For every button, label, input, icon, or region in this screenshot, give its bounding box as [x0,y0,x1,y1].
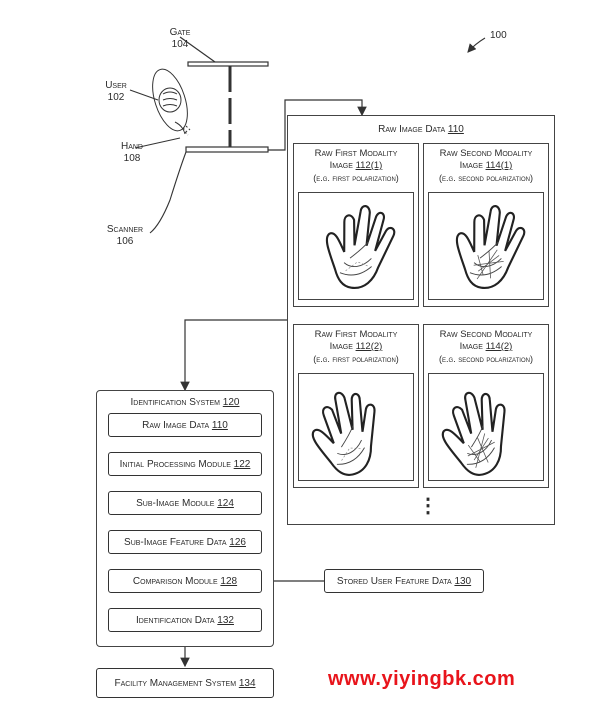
hand-num: 108 [123,153,141,164]
module-label: Initial Processing Module [119,458,231,470]
hand-image-frame [428,373,544,481]
ref-100-arrow [467,37,486,53]
facility-management-system-box: Facility Management System 134 [96,668,274,698]
cell-modality-label: Raw Second Modality [439,329,533,340]
raw-panel-title-num: 110 [447,124,464,135]
module-num: 132 [217,614,234,626]
module-label: Sub-Image Feature Data [124,536,227,548]
cell-modality-label: Raw First Modality [314,148,398,159]
cell-image-word: Image [329,160,356,171]
module-num: 128 [220,575,238,587]
gate-text: Gate [169,27,191,38]
cell-image-num: 114(1) [485,160,513,171]
stored-num: 130 [454,575,472,587]
hand-image-frame [428,192,544,300]
gate-drawing [179,36,269,153]
module-num: 126 [229,536,246,548]
idsys-title-num: 120 [222,397,240,408]
stored-user-feature-data-box: Stored User Feature Data 130 [324,569,484,593]
cell-image-label: Image 114(2) [424,341,548,353]
cell-image-word: Image [329,341,356,352]
cell-polarization-label: (e.g. first polarization) [313,354,399,364]
hand-text: Hand [120,141,143,152]
facility-num: 134 [238,677,256,689]
user-text: User [105,80,127,91]
module-num: 122 [233,458,251,470]
user-label: User 102 [96,80,136,104]
user-figure [129,68,191,149]
module-num: 124 [217,497,234,509]
cell-image-word: Image [459,160,486,171]
cell-polarization-label: (e.g. first polarization) [313,173,399,183]
identification-system-title: Identification System 120 [97,397,273,409]
cell-image-num: 112(2) [355,341,383,352]
module-box-identification-data: Identification Data 132 [108,608,262,632]
idsys-title-text: Identification System [130,397,221,408]
cell-polarization-label: (e.g. second polarization) [439,173,533,183]
gate-label: Gate 104 [160,27,200,51]
scanner-num: 106 [116,236,134,247]
gate-num: 104 [171,39,189,50]
hand-image-frame [298,373,414,481]
cell-image-word: Image [459,341,486,352]
module-num: 110 [211,419,228,431]
module-box-sub-image-module: Sub-Image Module 124 [108,491,262,515]
palm-icon [455,205,526,289]
palm-icon [325,205,396,289]
cell-image-label: Image 112(1) [294,160,418,172]
cell-modality-label: Raw First Modality [314,329,398,340]
more-images-ellipsis: ⋮ [418,495,438,517]
scanner-text: Scanner [106,224,144,235]
palm-icon [441,391,506,476]
module-box-raw-image-data: Raw Image Data 110 [108,413,262,437]
module-label: Raw Image Data [142,419,210,431]
facility-text: Facility Management System [114,677,237,689]
cell-modality-label: Raw Second Modality [439,148,533,159]
cell-image-label: Image 114(1) [424,160,548,172]
raw-panel-title-text: Raw Image Data [378,124,446,135]
module-box-sub-image-feature-data: Sub-Image Feature Data 126 [108,530,262,554]
connector-raw-to-idsys [180,319,287,392]
palm-icon [311,391,376,476]
hand-image-frame [298,192,414,300]
scanner-label: Scanner 106 [95,224,155,248]
module-box-comparison-module: Comparison Module 128 [108,569,262,593]
cell-image-num: 114(2) [485,341,513,352]
connector-gate-to-raw [268,99,367,151]
module-label: Comparison Module [132,575,218,587]
module-box-initial-processing-module: Initial Processing Module 122 [108,452,262,476]
ref-100-label: 100 [490,30,507,41]
hand-label: Hand 108 [112,141,152,165]
user-num: 102 [107,92,125,103]
cell-polarization-label: (e.g. second polarization) [439,354,533,364]
raw-image-panel-title: Raw Image Data 110 [288,124,554,136]
module-label: Identification Data [136,614,215,626]
stored-text: Stored User Feature Data [336,575,452,587]
module-label: Sub-Image Module [136,497,215,509]
scanner-leader [149,151,187,234]
watermark-link[interactable]: www.yiyingbk.com [328,668,516,690]
cell-image-num: 112(1) [355,160,383,171]
cell-image-label: Image 112(2) [294,341,418,353]
